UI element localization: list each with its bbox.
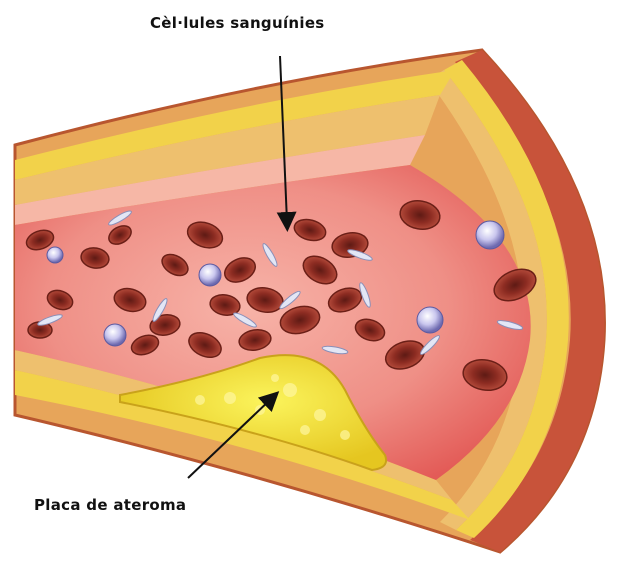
plaque-label: Placa de ateroma xyxy=(34,496,186,514)
white-blood-cell xyxy=(199,264,221,286)
white-blood-cell xyxy=(104,324,126,346)
blood-cells-label: Cèl·lules sanguínies xyxy=(150,14,325,32)
white-blood-cell xyxy=(417,307,443,333)
white-blood-cell xyxy=(47,247,63,263)
white-blood-cell xyxy=(476,221,504,249)
